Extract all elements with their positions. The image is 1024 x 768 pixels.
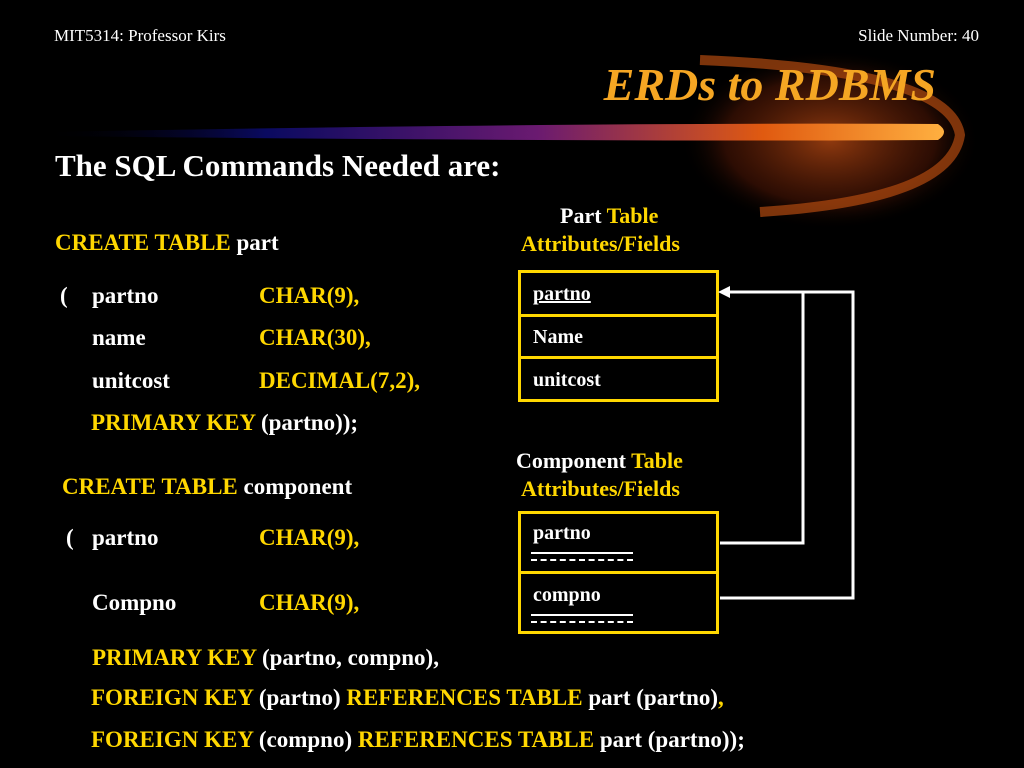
fk-args: (partno) bbox=[258, 685, 341, 710]
sql-keyword: CREATE TABLE bbox=[55, 230, 231, 255]
foreign-key-compno: FOREIGN KEY (compno) REFERENCES TABLE pa… bbox=[91, 727, 745, 753]
fk-reference: part (partno)); bbox=[599, 727, 745, 752]
component-field-box: compno bbox=[518, 571, 719, 634]
sql-keyword: PRIMARY KEY bbox=[91, 410, 256, 435]
field-type: CHAR(9), bbox=[259, 525, 360, 550]
component-create-line: CREATE TABLE component bbox=[62, 474, 352, 500]
slide-title: ERDs to RDBMS bbox=[603, 59, 936, 110]
underline-solid bbox=[531, 552, 633, 554]
field-label: unitcost bbox=[533, 369, 601, 391]
sql-keyword: REFERENCES TABLE bbox=[346, 685, 583, 710]
fk-args: (compno) bbox=[258, 727, 353, 752]
sql-keyword: FOREIGN KEY bbox=[91, 727, 254, 752]
component-primary-key: PRIMARY KEY (partno, compno), bbox=[92, 645, 439, 671]
part-create-line: CREATE TABLE part bbox=[55, 230, 279, 256]
field-name: unitcost bbox=[92, 368, 170, 393]
course-label: MIT5314: Professor Kirs bbox=[54, 26, 226, 45]
field-label: partno bbox=[533, 522, 591, 544]
component-table-caption: Attributes/Fields bbox=[521, 476, 680, 501]
fk-reference: part (partno) bbox=[588, 685, 719, 710]
slide-number: Slide Number: 40 bbox=[858, 26, 979, 45]
underline-solid bbox=[531, 614, 633, 616]
field-label: partno bbox=[533, 283, 591, 305]
field-name: Compno bbox=[92, 590, 177, 615]
field-label: Name bbox=[533, 326, 583, 348]
slide-subtitle: The SQL Commands Needed are: bbox=[55, 148, 501, 183]
pk-args: (partno, compno), bbox=[261, 645, 439, 670]
foreign-key-partno: FOREIGN KEY (partno) REFERENCES TABLE pa… bbox=[91, 685, 724, 711]
field-name: name bbox=[92, 325, 146, 350]
field-name: partno bbox=[92, 283, 159, 308]
field-name: partno bbox=[92, 525, 159, 550]
sql-keyword: CREATE TABLE bbox=[62, 474, 238, 499]
part-table-heading: Part Table bbox=[560, 203, 658, 229]
table-entity-name: Part bbox=[560, 203, 602, 228]
pk-args: (partno)); bbox=[260, 410, 359, 435]
sql-keyword: FOREIGN KEY bbox=[91, 685, 254, 710]
table-word: Table bbox=[606, 203, 659, 228]
component-table-heading: Component Table bbox=[516, 448, 683, 474]
table-name: component bbox=[243, 474, 353, 499]
sql-keyword: PRIMARY KEY bbox=[92, 645, 257, 670]
part-primary-key: PRIMARY KEY (partno)); bbox=[91, 410, 358, 436]
open-paren: ( bbox=[66, 525, 74, 550]
table-name: part bbox=[236, 230, 279, 255]
field-type: CHAR(9), bbox=[259, 590, 360, 615]
fk-tail: , bbox=[718, 685, 724, 710]
underline-dashed bbox=[531, 559, 633, 561]
underline-dashed bbox=[531, 621, 633, 623]
open-paren: ( bbox=[60, 283, 68, 308]
field-type: CHAR(30), bbox=[259, 325, 371, 350]
part-table-caption: Attributes/Fields bbox=[521, 231, 680, 256]
field-type: CHAR(9), bbox=[259, 283, 360, 308]
part-field-box: unitcost bbox=[518, 356, 719, 402]
table-word: Table bbox=[631, 448, 683, 473]
field-label: compno bbox=[533, 584, 601, 606]
table-entity-name: Component bbox=[516, 448, 627, 473]
field-type: DECIMAL(7,2), bbox=[259, 368, 420, 393]
sql-keyword: REFERENCES TABLE bbox=[357, 727, 595, 752]
